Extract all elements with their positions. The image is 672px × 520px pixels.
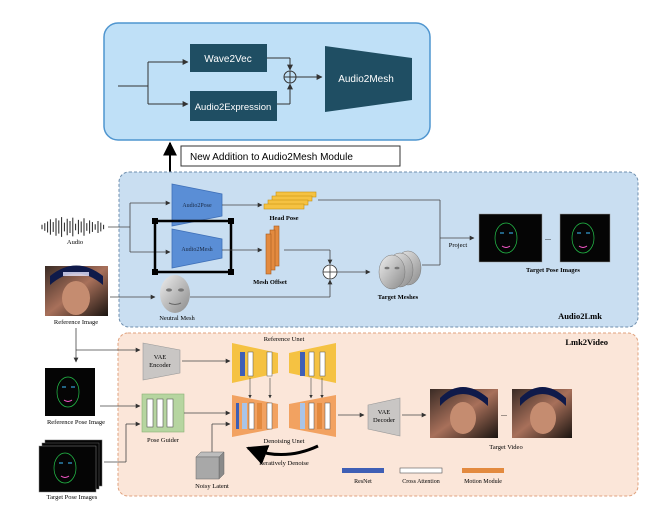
audio-label: Audio: [67, 239, 83, 246]
iteratively-denoise-label: Iteratively Denoise: [259, 460, 309, 467]
vae-decoder-block: [367, 397, 401, 437]
vae-decoder-line1: VAE: [378, 409, 391, 416]
denoising-unet: [232, 395, 336, 437]
noisy-latent-cube: [195, 451, 225, 480]
audio-waveform: [41, 217, 105, 237]
reference-unet-label: Reference Unet: [264, 336, 305, 343]
head-pose-feature: [263, 191, 317, 210]
noisy-latent-label: Noisy Latent: [195, 483, 229, 490]
audio2mesh-block-lmk: [171, 228, 223, 269]
target-pose-image-1: [478, 213, 543, 263]
target-pose-images-lmk-label: Target Pose Images: [526, 267, 580, 274]
audio2expression-label: Audio2Expression: [195, 102, 272, 113]
audio2mesh-top-label: Audio2Mesh: [338, 74, 394, 85]
audio2mesh-lmk-label: Audio2Mesh: [181, 247, 212, 253]
iterative-denoise-arrow: [246, 444, 319, 465]
legend-resnet-label: ResNet: [354, 479, 372, 485]
legend-resnet-swatch: [342, 468, 384, 473]
lmk2video-label: Lmk2Video: [565, 337, 608, 347]
reference-pose-image-label: Reference Pose Image: [47, 419, 105, 426]
mesh-offset-feature: [265, 225, 280, 275]
addition-note: New Addition to Audio2Mesh Module: [190, 152, 353, 163]
wave2vec-block: [190, 44, 267, 72]
reference-pose-image: [45, 368, 95, 416]
neutral-mesh-face: [160, 275, 190, 313]
legend-cross-attention-swatch: [399, 467, 443, 474]
target-video-label: Target Video: [489, 444, 522, 451]
head-pose-label: Head Pose: [269, 215, 298, 222]
audio2lmk-panel: [118, 171, 639, 328]
vae-encoder-line1: VAE: [154, 354, 167, 361]
target-meshes: [378, 250, 422, 290]
target-video-frame-2: [512, 387, 572, 438]
target-meshes-label: Target Meshes: [378, 294, 419, 301]
pose-guider-block: [141, 393, 185, 433]
vae-encoder-line2: Encoder: [149, 362, 171, 369]
vae-encoder-block: [142, 342, 181, 381]
legend-motion-module-swatch: [462, 468, 504, 473]
audio2mesh-highlight-frame: [153, 219, 233, 274]
audio2mesh-module: Wave2Vec Audio2Expression Audio2Mesh: [103, 22, 431, 141]
target-pose-images-label: Target Pose Images: [47, 494, 98, 501]
reference-unet: [232, 343, 336, 383]
denoising-unet-label: Denoising Unet: [264, 438, 305, 445]
audio2expression-block: [190, 91, 277, 121]
legend: ResNet Cross Attention Motion Module: [342, 467, 504, 485]
pose-guider-label: Pose Guider: [147, 437, 180, 444]
reference-image: [45, 265, 108, 316]
lmk-ellipsis: ...: [545, 233, 551, 242]
audio2pose-label: Audio2Pose: [182, 203, 212, 209]
legend-cross-attention-label: Cross Attention: [402, 479, 440, 485]
target-video-frame-1: [430, 387, 498, 438]
neutral-mesh-label: Neutral Mesh: [159, 315, 195, 322]
target-pose-images-stack: [38, 439, 103, 493]
audio2pose-block: [171, 183, 223, 227]
addition-note-box: [180, 145, 401, 167]
vae-decoder-line2: Decoder: [373, 417, 396, 424]
reference-image-label: Reference Image: [54, 319, 98, 326]
target-pose-image-2: [559, 213, 611, 263]
audio2lmk-label: Audio2Lmk: [558, 311, 602, 321]
video-ellipsis: ...: [501, 409, 507, 418]
audio2mesh-block: [325, 46, 412, 112]
mesh-offset-label: Mesh Offset: [253, 279, 288, 286]
project-label: Project: [449, 242, 468, 249]
legend-motion-module-label: Motion Module: [464, 479, 502, 485]
wave2vec-label: Wave2Vec: [204, 54, 251, 65]
